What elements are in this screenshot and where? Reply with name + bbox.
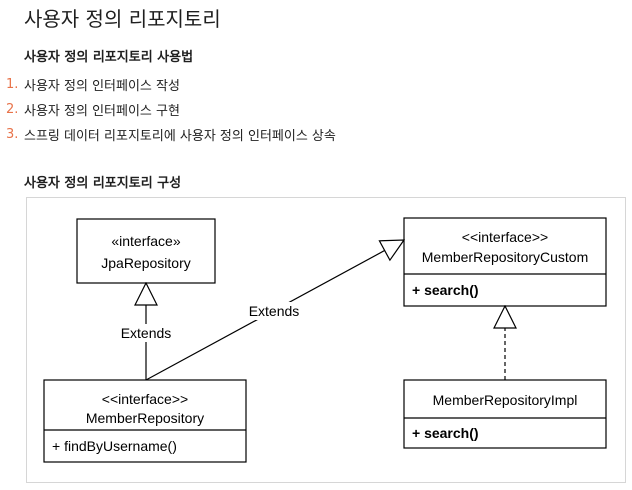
class-box-jpa-repository: «interface» JpaRepository (76, 218, 216, 284)
generalization-arrow-custom: Extends (145, 240, 404, 381)
class-box-member-repository-impl: MemberRepositoryImpl + search() (403, 379, 607, 449)
step-number: 1. (6, 77, 19, 92)
class-box-member-repository: <<interface>> MemberRepository + findByU… (43, 379, 247, 463)
step-text: 사용자 정의 인터페이스 구현 (24, 104, 180, 119)
class-stereotype: <<interface>> (462, 229, 548, 245)
generalization-arrow-jpa: Extends (115, 283, 177, 380)
class-method: + findByUsername() (52, 438, 177, 454)
class-stereotype: <<interface>> (102, 391, 188, 407)
structure-heading: 사용자 정의 리포지토리 구성 (24, 176, 182, 191)
extends-label: Extends (249, 303, 300, 319)
step-text: 사용자 정의 인터페이스 작성 (24, 79, 180, 94)
class-method: + search() (412, 282, 479, 298)
list-item: 2. 사용자 정의 인터페이스 구현 (6, 97, 336, 122)
list-item: 1. 사용자 정의 인터페이스 작성 (6, 72, 336, 97)
class-name: JpaRepository (101, 255, 191, 271)
diagram-frame (26, 197, 626, 483)
step-text: 스프링 데이터 리포지토리에 사용자 정의 인터페이스 상속 (24, 129, 336, 144)
page-title: 사용자 정의 리포지토리 (24, 7, 221, 31)
class-stereotype: «interface» (111, 233, 180, 249)
step-number: 3. (6, 127, 19, 142)
class-name: MemberRepository (86, 410, 204, 426)
class-name: MemberRepositoryImpl (433, 392, 578, 408)
step-number: 2. (6, 102, 19, 117)
extends-label: Extends (121, 325, 172, 341)
class-box-member-repository-custom: <<interface>> MemberRepositoryCustom + s… (403, 217, 607, 307)
list-item: 3. 스프링 데이터 리포지토리에 사용자 정의 인터페이스 상속 (6, 122, 336, 147)
usage-heading: 사용자 정의 리포지토리 사용법 (24, 50, 194, 65)
class-method: + search() (412, 425, 479, 441)
usage-steps-list: 1. 사용자 정의 인터페이스 작성 2. 사용자 정의 인터페이스 구현 3.… (6, 72, 336, 147)
class-name: MemberRepositoryCustom (422, 249, 589, 265)
